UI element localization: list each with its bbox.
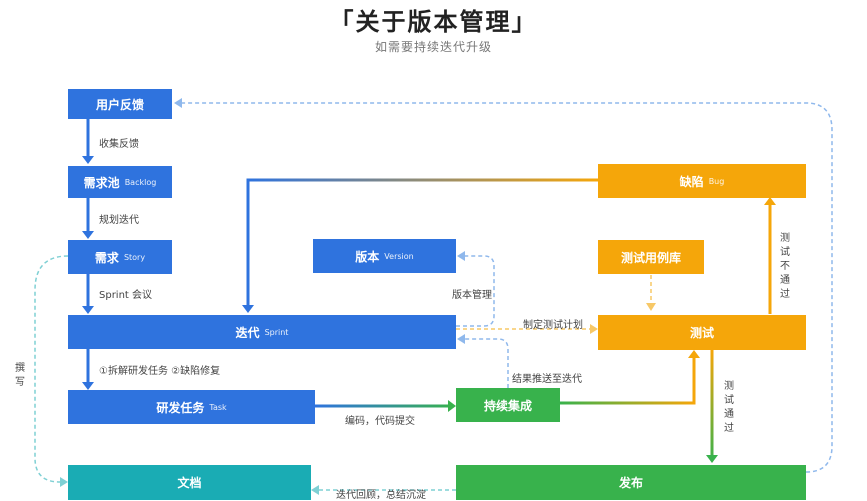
arrow-bug-sprint (242, 178, 598, 313)
arrow-story-docs (34, 255, 69, 487)
node-label: 研发任务 (156, 400, 205, 415)
node-sublabel: Story (123, 252, 146, 262)
node-task: 研发任务 Task (68, 390, 315, 424)
arrow-ci-sprint (457, 334, 509, 388)
edge-label-plan-sprint: 规划迭代 (99, 215, 139, 226)
node-label: 用户反馈 (95, 97, 144, 112)
node-testcase-lib: 测试用例库 (598, 240, 704, 274)
arrow-release-docs (311, 485, 456, 495)
arrow-test-release (706, 350, 718, 463)
node-label: 需求 (94, 250, 119, 265)
node-release: 发布 (456, 465, 806, 500)
page-subtitle: 如需要持续迭代升级 (374, 40, 492, 54)
node-sublabel: Task (209, 402, 227, 412)
edge-label-code-commit: 编码，代码提交 (345, 416, 415, 427)
arrow-ci-test (560, 350, 700, 405)
arrow-backlog-story (82, 197, 94, 239)
node-label: 缺陷 (679, 174, 704, 189)
node-version: 版本 Version (313, 239, 456, 273)
node-label: 需求池 (83, 175, 120, 190)
node-sprint: 迭代 Sprint (68, 315, 456, 349)
edge-label-sprint-review: 迭代回顾，总结沉淀 (336, 490, 426, 501)
arrow-release-feedback (174, 98, 833, 473)
edge-label-write: 撰写 (15, 363, 25, 388)
node-label: 持续集成 (483, 398, 532, 413)
edge-label-collect-feedback: 收集反馈 (99, 139, 139, 150)
node-sublabel: Sprint (264, 327, 289, 337)
edge-label-test-not-passed: 测试不通过 (780, 233, 790, 300)
edge-label-test-passed: 测试通过 (724, 381, 734, 434)
node-label: 版本 (355, 249, 380, 264)
node-backlog: 需求池 Backlog (68, 166, 172, 198)
edge-label-split-tasks: ①拆解研发任务 ②缺陷修复 (99, 366, 221, 377)
node-ci: 持续集成 (456, 388, 560, 422)
edge-label-sprint-meeting: Sprint 会议 (99, 290, 153, 301)
node-label: 测试 (689, 326, 714, 340)
arrow-story-sprint (82, 274, 94, 314)
arrow-sprint-task (82, 349, 94, 390)
node-label: 迭代 (235, 325, 260, 340)
edge-label-version-mgmt: 版本管理 (452, 290, 492, 301)
arrow-sprint-version (456, 251, 495, 327)
node-sublabel: Version (384, 251, 414, 261)
node-sublabel: Bug (708, 176, 725, 186)
node-user-feedback: 用户反馈 (68, 89, 172, 119)
node-docs: 文档 (68, 465, 311, 500)
node-label: 文档 (177, 476, 202, 490)
node-sublabel: Backlog (124, 177, 157, 187)
edge-label-push-results: 结果推送至迭代 (512, 374, 582, 385)
arrow-sprint-test (456, 324, 598, 334)
node-label: 发布 (618, 476, 643, 490)
arrow-feedback-backlog (82, 118, 94, 164)
node-test: 测试 (598, 315, 806, 350)
arrow-test-bug (764, 197, 776, 314)
edge-label-test-plan: 制定测试计划 (523, 320, 583, 331)
page-title: 「关于版本管理」 (329, 8, 538, 36)
node-label: 测试用例库 (620, 250, 681, 265)
node-story: 需求 Story (68, 240, 172, 274)
arrow-testcase-test (646, 275, 656, 311)
arrow-task-ci (315, 400, 456, 412)
node-bug: 缺陷 Bug (598, 164, 806, 198)
